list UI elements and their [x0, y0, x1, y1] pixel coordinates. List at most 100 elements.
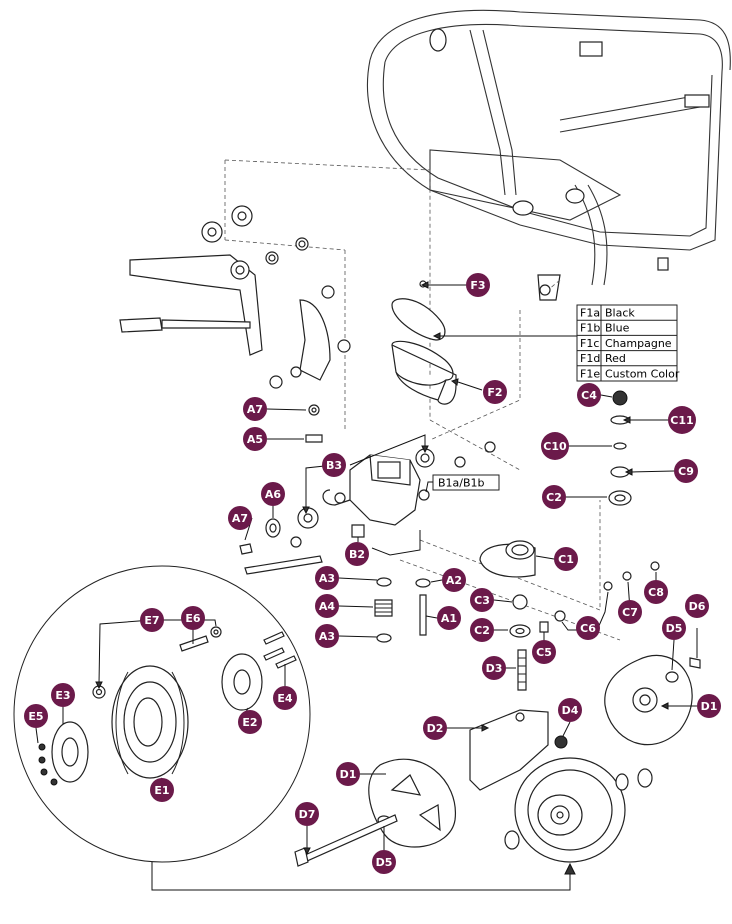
svg-text:C1: C1 — [558, 553, 574, 566]
svg-text:C8: C8 — [648, 586, 664, 599]
callout-a5: A5 — [243, 427, 267, 451]
table-code-f1e: F1e — [580, 367, 600, 380]
table-code-f1a: F1a — [580, 307, 600, 320]
callout-a6: A6 — [261, 482, 285, 506]
svg-text:C6: C6 — [580, 622, 596, 635]
callout-e4: E4 — [273, 686, 297, 710]
svg-text:D5: D5 — [376, 856, 393, 869]
svg-text:D2: D2 — [427, 722, 444, 735]
callout-e1: E1 — [150, 778, 174, 802]
callout-d2: D2 — [423, 716, 447, 740]
callout-d6: D6 — [685, 594, 709, 618]
callout-c8: C8 — [644, 580, 668, 604]
svg-text:C4: C4 — [581, 389, 597, 402]
svg-text:D6: D6 — [689, 600, 706, 613]
svg-text:A3: A3 — [319, 630, 335, 643]
kingpin-stack — [374, 577, 431, 643]
svg-text:D5: D5 — [666, 622, 683, 635]
svg-text:A2: A2 — [446, 574, 462, 587]
callout-c2-bottom: C2 — [470, 618, 494, 642]
wheel-fork-assembly — [294, 654, 701, 867]
callout-c6: C6 — [576, 616, 600, 640]
table-code-f1b: F1b — [580, 322, 600, 335]
callout-c7: C7 — [618, 600, 642, 624]
table-color-black: Black — [605, 307, 635, 320]
callouts: F3 F2 A7 A5 B3 A6 A7 B2 A3 A2 A4 A1 A3 C… — [24, 273, 721, 874]
svg-text:A4: A4 — [319, 600, 336, 613]
callout-b3: B3 — [322, 453, 346, 477]
callout-c1: C1 — [554, 547, 578, 571]
svg-text:E2: E2 — [242, 716, 257, 729]
b1-box-label: B1a/B1b — [425, 474, 500, 493]
callout-d4: D4 — [558, 698, 582, 722]
callout-d1-left: D1 — [336, 762, 360, 786]
callout-f3: F3 — [466, 273, 490, 297]
table-code-f1c: F1c — [580, 337, 599, 350]
svg-text:D3: D3 — [486, 662, 503, 675]
color-options-table: F1a Black F1b Blue F1c Champagne F1d Red… — [576, 304, 680, 382]
callout-d3: D3 — [482, 656, 506, 680]
callout-d7: D7 — [295, 802, 319, 826]
svg-text:C2: C2 — [474, 624, 490, 637]
svg-text:C5: C5 — [536, 646, 552, 659]
callout-b2: B2 — [345, 542, 369, 566]
svg-text:D7: D7 — [299, 808, 316, 821]
svg-text:C2: C2 — [546, 491, 562, 504]
callout-f2: F2 — [483, 380, 507, 404]
callout-e7: E7 — [140, 608, 164, 632]
table-color-red: Red — [605, 352, 626, 365]
svg-text:A7: A7 — [247, 403, 263, 416]
svg-text:B2: B2 — [349, 548, 365, 561]
callout-c11: C11 — [668, 406, 696, 434]
svg-text:A6: A6 — [265, 488, 282, 501]
callout-d5-bottom: D5 — [372, 850, 396, 874]
callout-c10: C10 — [541, 432, 569, 460]
svg-text:D1: D1 — [340, 768, 357, 781]
svg-text:E4: E4 — [277, 692, 293, 705]
callout-c5: C5 — [532, 640, 556, 664]
svg-text:C10: C10 — [543, 440, 567, 453]
svg-text:C7: C7 — [622, 606, 638, 619]
callout-e6: E6 — [181, 606, 205, 630]
wheel-detail-inset — [13, 565, 576, 891]
callout-a7-bottom: A7 — [228, 506, 252, 530]
svg-text:E7: E7 — [144, 614, 159, 627]
svg-text:E3: E3 — [55, 689, 70, 702]
table-code-f1d: F1d — [580, 352, 600, 365]
svg-text:C11: C11 — [670, 414, 693, 427]
seat-bracket — [119, 205, 351, 389]
svg-text:C3: C3 — [474, 594, 490, 607]
callout-a7-top: A7 — [243, 397, 267, 421]
svg-text:A1: A1 — [441, 612, 457, 625]
b1-box-text: B1a/B1b — [438, 477, 485, 490]
callout-c4: C4 — [577, 383, 601, 407]
chair-frame — [366, 9, 731, 301]
caster-hardware — [479, 390, 660, 691]
callout-e5: E5 — [24, 704, 48, 728]
svg-text:A5: A5 — [247, 433, 263, 446]
caster-fork — [297, 404, 496, 538]
callout-d5-right: D5 — [662, 616, 686, 640]
svg-text:C9: C9 — [678, 465, 694, 478]
callout-a4: A4 — [315, 594, 339, 618]
callout-a3-top: A3 — [315, 566, 339, 590]
svg-text:D4: D4 — [562, 704, 579, 717]
svg-text:A7: A7 — [232, 512, 248, 525]
callout-e3: E3 — [51, 683, 75, 707]
svg-text:F2: F2 — [487, 386, 502, 399]
callout-a3-bottom: A3 — [315, 624, 339, 648]
callout-c3: C3 — [470, 588, 494, 612]
callout-c2-top: C2 — [542, 485, 566, 509]
svg-text:F3: F3 — [470, 279, 485, 292]
svg-text:A3: A3 — [319, 572, 335, 585]
svg-text:B3: B3 — [326, 459, 342, 472]
table-color-custom: Custom Color — [605, 367, 680, 380]
callout-d1-right: D1 — [697, 694, 721, 718]
svg-text:E1: E1 — [154, 784, 169, 797]
svg-text:E5: E5 — [28, 710, 43, 723]
svg-text:E6: E6 — [185, 612, 201, 625]
pivot-hardware — [239, 518, 323, 575]
callout-a1: A1 — [437, 606, 461, 630]
callout-a2: A2 — [442, 568, 466, 592]
